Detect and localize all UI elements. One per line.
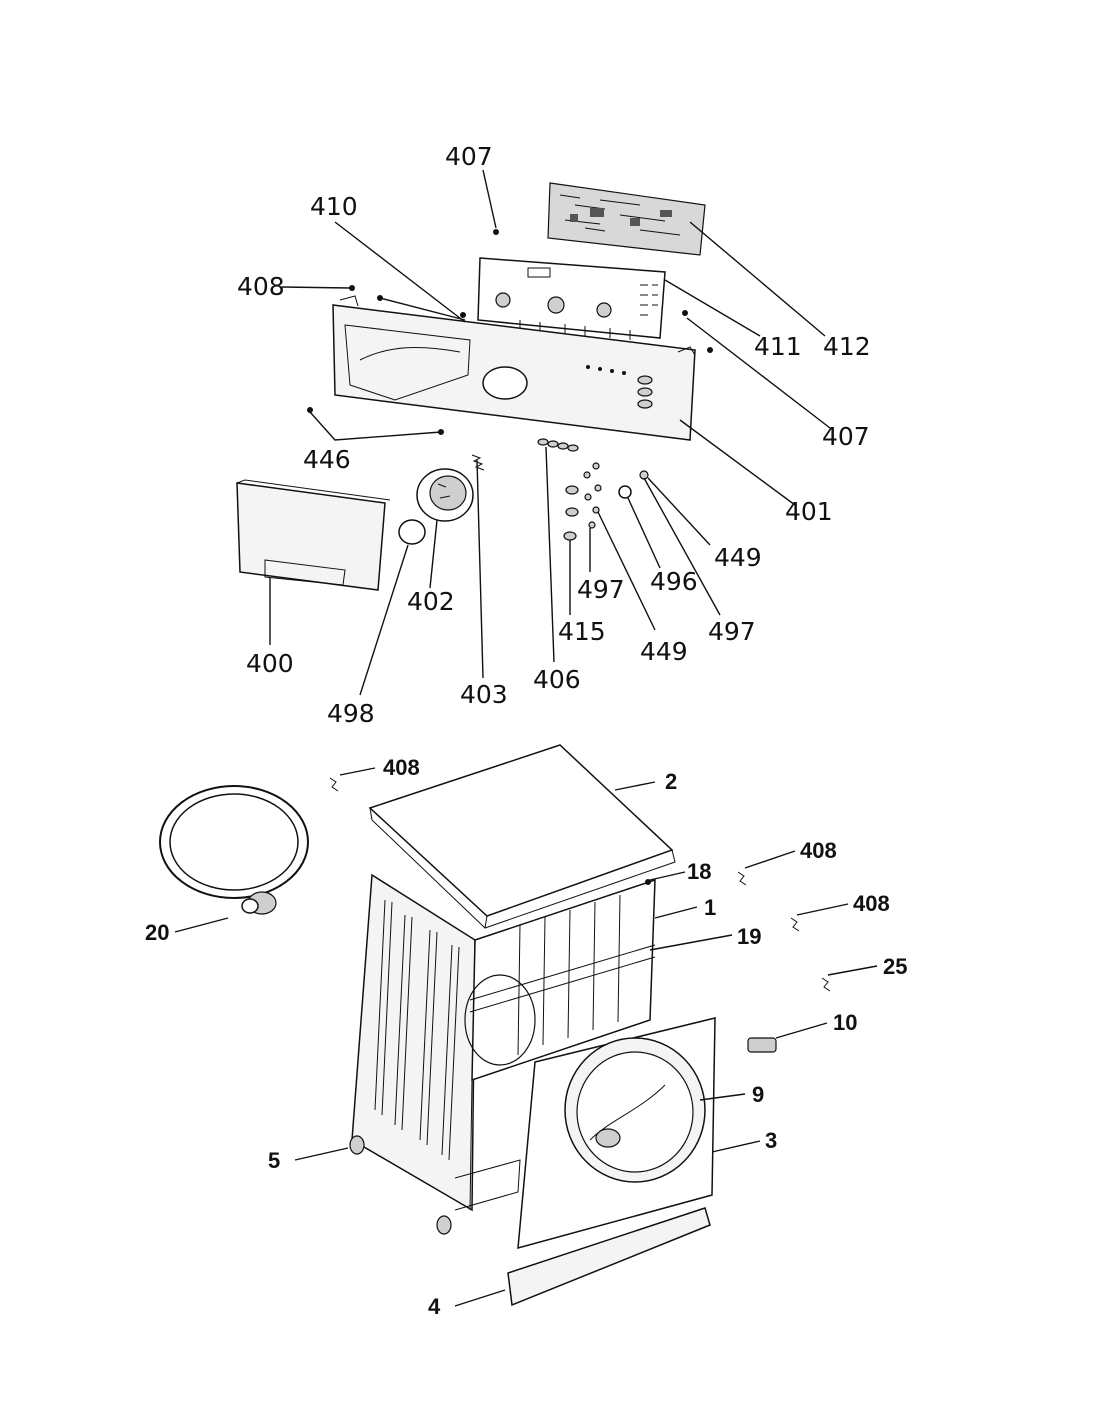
callout-497-left: 497	[577, 575, 625, 604]
callout-4: 4	[428, 1294, 441, 1319]
callout-407-top: 407	[445, 142, 493, 171]
leader-lines-upper	[269, 169, 831, 696]
callout-408-upper: 408	[237, 272, 285, 301]
callout-446: 446	[303, 445, 351, 474]
callout-406: 406	[533, 665, 581, 694]
callout-9: 9	[752, 1082, 764, 1107]
callout-449-right: 449	[714, 543, 762, 572]
callout-10: 10	[833, 1010, 857, 1035]
callout-400: 400	[246, 649, 294, 678]
callout-411: 411	[754, 332, 802, 361]
callout-415: 415	[558, 617, 606, 646]
control-panel-fascia	[332, 295, 696, 441]
top-cover	[368, 744, 676, 930]
callout-19: 19	[737, 924, 761, 949]
callout-410: 410	[310, 192, 358, 221]
callout-402: 402	[407, 587, 455, 616]
spring	[471, 454, 485, 471]
callout-403: 403	[460, 680, 508, 709]
cabinet-body	[351, 873, 656, 1212]
callout-407-right: 407	[822, 422, 870, 451]
callout-408-lower-left: 408	[383, 755, 420, 780]
detergent-drawer	[236, 479, 391, 591]
screw-set-upper	[307, 229, 713, 435]
button-strip	[537, 438, 579, 452]
callout-496: 496	[650, 567, 698, 596]
callout-3: 3	[765, 1128, 777, 1153]
kick-plate	[507, 1207, 711, 1307]
callout-25: 25	[883, 954, 907, 979]
callout-498: 498	[327, 699, 375, 728]
program-knob	[416, 468, 474, 522]
adjustable-feet	[349, 1135, 452, 1235]
callout-408-right-b: 408	[853, 891, 890, 916]
display-frame	[477, 257, 666, 340]
control-board-pcb	[547, 182, 706, 256]
callout-408-right-a: 408	[800, 838, 837, 863]
leader-lines-lower	[174, 767, 878, 1307]
callout-20: 20	[145, 920, 169, 945]
callout-449-lower: 449	[640, 637, 688, 666]
callout-5: 5	[268, 1148, 280, 1173]
door-lock	[747, 1037, 777, 1053]
callout-497-right: 497	[708, 617, 756, 646]
callout-2: 2	[665, 769, 677, 794]
front-panel	[517, 1017, 716, 1250]
screw-set-lower	[329, 777, 831, 992]
knob-cap	[398, 519, 426, 545]
inlet-hose	[159, 785, 309, 915]
callout-412: 412	[823, 332, 871, 361]
callout-18: 18	[687, 859, 711, 884]
callout-1: 1	[704, 895, 716, 920]
callout-401: 401	[785, 497, 833, 526]
callout-labels: 407 410 408 411 412 407 446 401 449 496 …	[145, 142, 907, 1319]
